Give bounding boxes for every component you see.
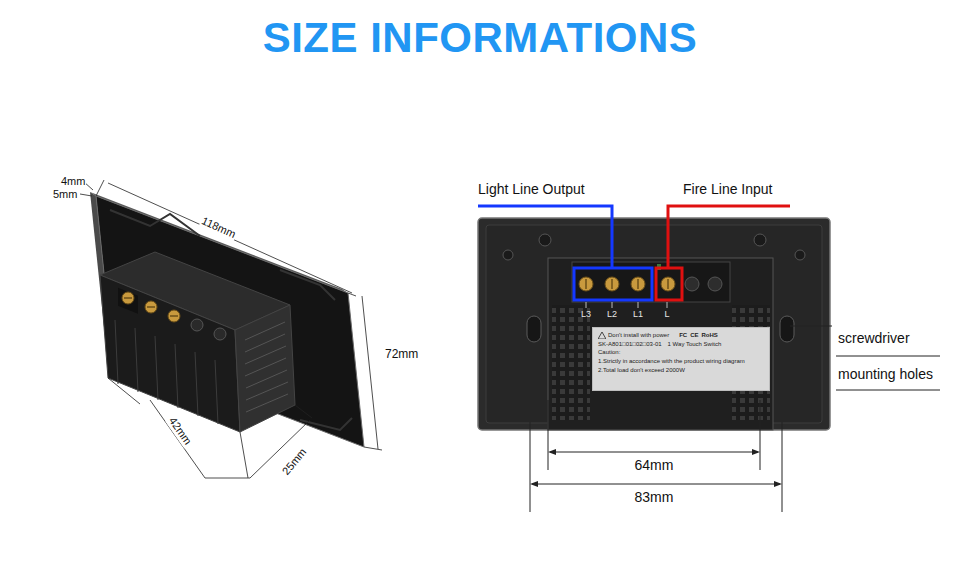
terminal-name: L1 [633, 309, 643, 319]
callout-label: mounting holes [838, 366, 933, 382]
sticker-row: 1.Strictly in accordance with the produc… [598, 357, 764, 366]
callout-label: screwdriver [838, 330, 910, 346]
dimension-label: 64mm [634, 457, 675, 473]
sticker-text: 2.Total load don't exceed 2000W [598, 366, 685, 375]
page-title: SIZE INFORMATIONS [0, 14, 960, 62]
sticker-row: Don't install with power FCCE RoHS [598, 331, 764, 340]
sticker-row: Caution: [598, 348, 764, 357]
dimension-label: 83mm [634, 489, 675, 505]
dimension-label: 72mm [384, 348, 419, 362]
product-sticker: Don't install with powerFCCERoHSSK-A801□… [592, 327, 770, 391]
dimension-label: 5mm [52, 188, 78, 201]
terminal-name: L2 [607, 309, 617, 319]
sticker-text: SK-A801□01□02□03-01 [598, 340, 662, 349]
callout-label: Fire Line Input [683, 181, 773, 197]
dimension-label: 42mm [166, 414, 195, 448]
sticker-text: FC [679, 331, 687, 340]
terminal-name: L [664, 309, 669, 319]
sticker-text: CE [690, 331, 698, 340]
switch-perspective [80, 180, 382, 478]
sticker-text: 1 Way Touch Switch [668, 340, 722, 349]
switch-back-view [478, 206, 940, 512]
sticker-text: Don't install with power [608, 331, 669, 340]
sticker-row: SK-A801□01□02□03-01 1 Way Touch Switch [598, 340, 764, 349]
sticker-text: Caution: [598, 348, 620, 357]
dimension-label: 25mm [279, 445, 310, 478]
warning-icon [598, 332, 606, 339]
sticker-text: RoHS [702, 331, 718, 340]
sticker-text: 1.Strictly in accordance with the produc… [598, 357, 745, 366]
terminal-name: L3 [581, 309, 591, 319]
dimension-label: 4mm [60, 175, 86, 188]
sticker-row: 2.Total load don't exceed 2000W [598, 366, 764, 375]
callout-label: Light Line Output [478, 181, 585, 197]
